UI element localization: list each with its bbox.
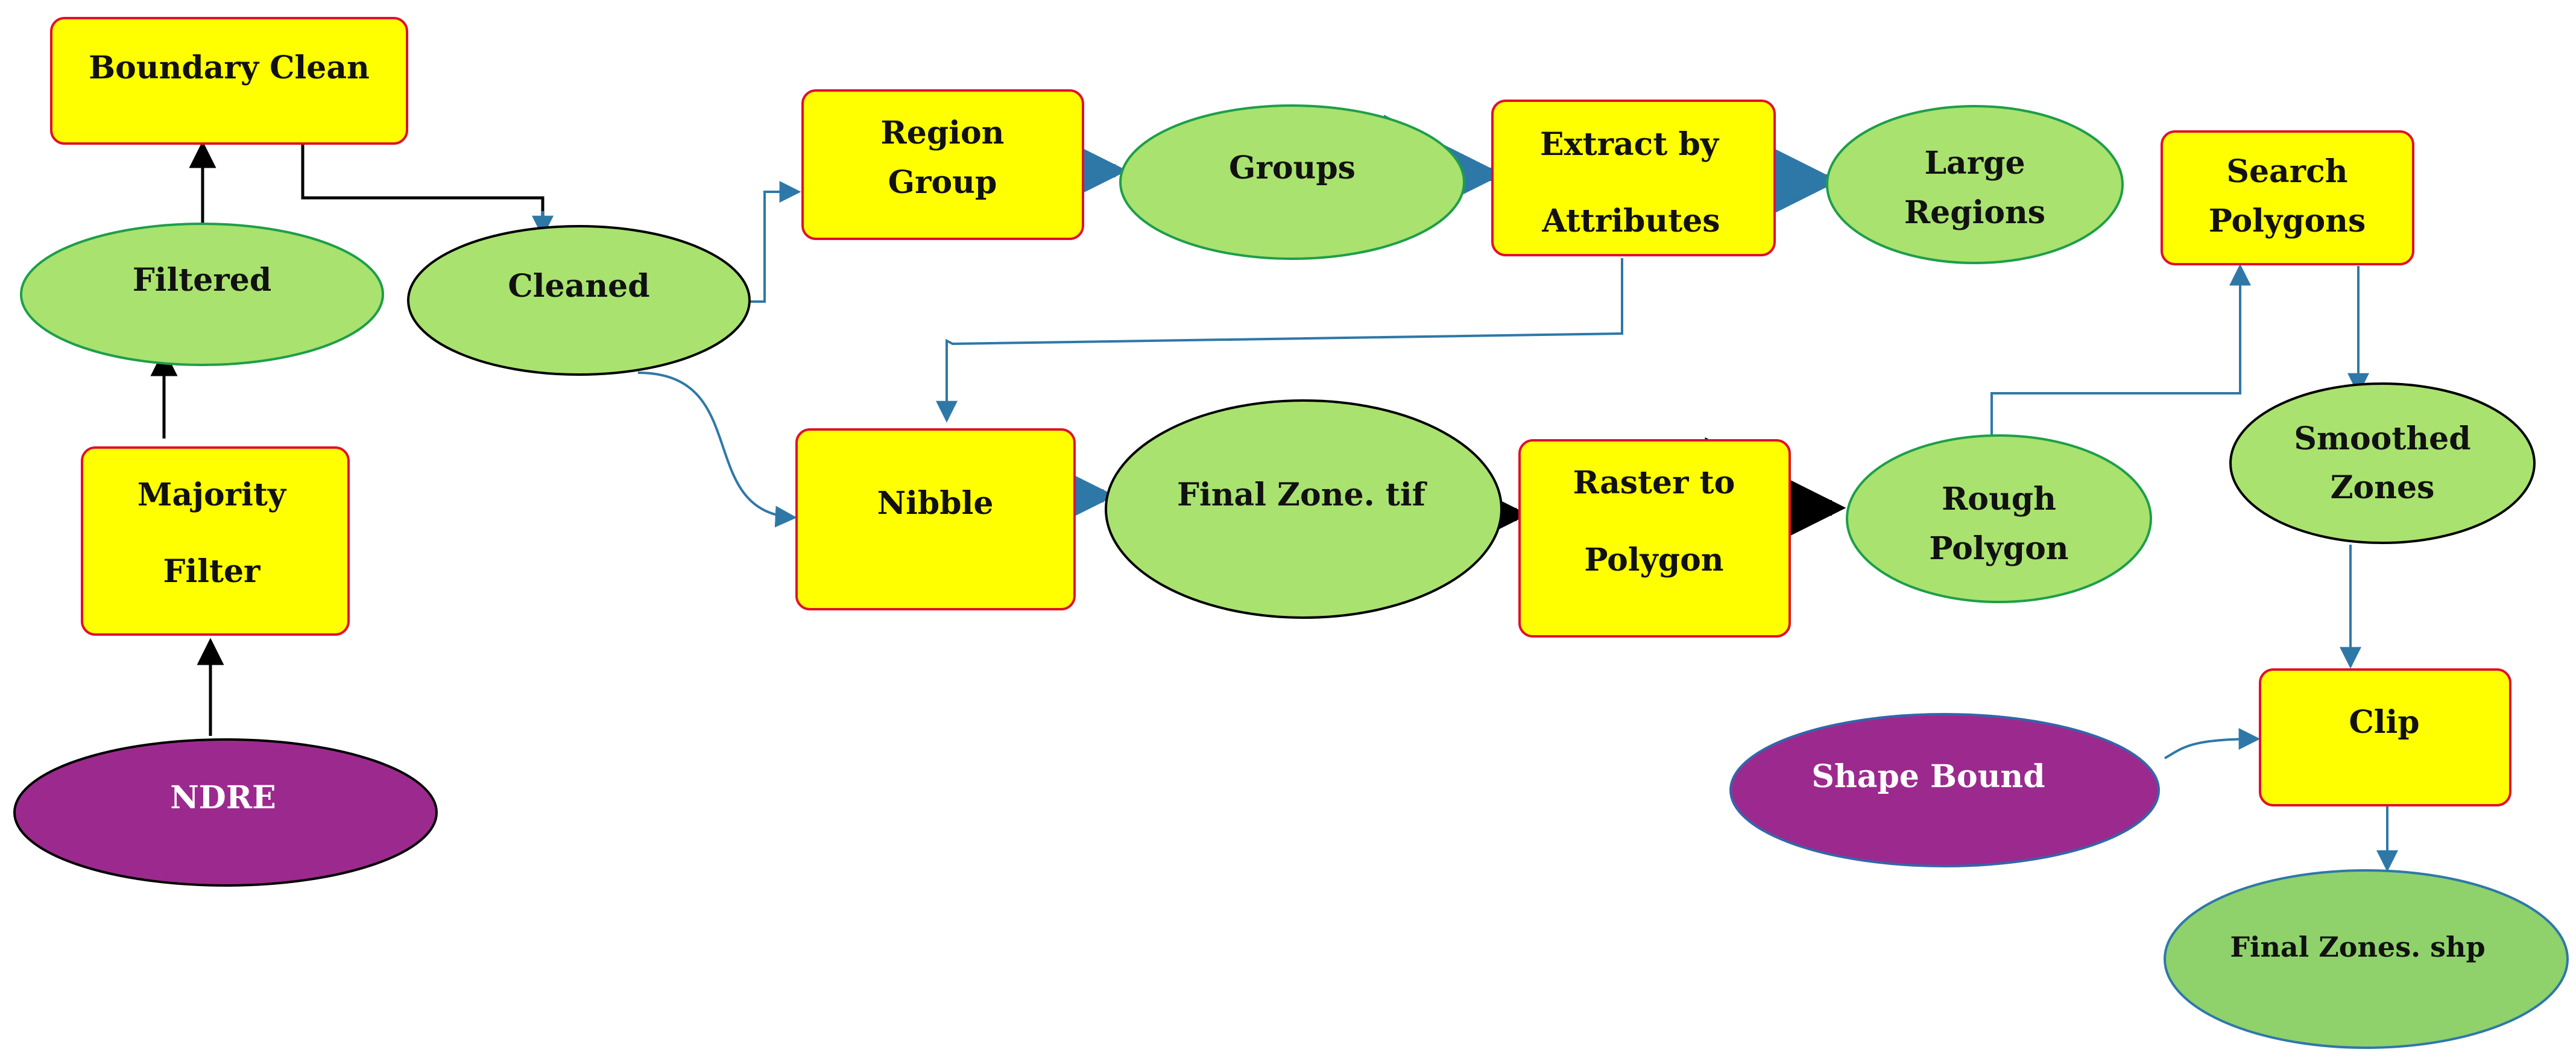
- raster-label-line1: Raster to: [1573, 464, 1735, 501]
- smoothed-zones-label-line1: Smoothed: [2294, 420, 2470, 457]
- ndre-label: NDRE: [170, 779, 276, 816]
- region-group-label-line2: Group: [888, 164, 997, 201]
- rough-polygon-label-line2: Polygon: [1929, 530, 2068, 567]
- shape-bound-label: Shape Bound: [1811, 758, 2045, 795]
- arrow-shape-bound-to-clip: [2164, 728, 2261, 759]
- large-regions-label-line2: Regions: [1904, 194, 2045, 231]
- node-boundary-clean: Boundary Clean: [50, 17, 408, 145]
- extract-label-line1: Extract by: [1540, 126, 1720, 163]
- boundary-clean-label: Boundary Clean: [89, 49, 370, 86]
- node-ndre: NDRE: [13, 738, 438, 887]
- search-polygons-label-line1: Search: [2226, 153, 2347, 190]
- node-region-group: Region Group: [801, 89, 1084, 240]
- region-group-label-line1: Region: [881, 115, 1005, 151]
- node-smoothed-zones: Smoothed Zones: [2229, 382, 2536, 544]
- node-cleaned: Cleaned: [407, 225, 751, 376]
- search-polygons-label-line2: Polygons: [2209, 203, 2366, 239]
- cleaned-label: Cleaned: [508, 268, 649, 305]
- arrow-boundary-clean-to-cleaned: [301, 144, 545, 232]
- node-raster-to-polygon: Raster to Polygon: [1518, 439, 1791, 638]
- node-extract-by-attributes: Extract by Attributes: [1491, 100, 1776, 256]
- arrow-rough-polygon-to-search: [1990, 264, 2251, 435]
- groups-label: Groups: [1229, 150, 1356, 186]
- filtered-label: Filtered: [133, 262, 271, 299]
- node-majority-filter: Majority Filter: [81, 446, 350, 636]
- smoothed-zones-label-line2: Zones: [2331, 469, 2435, 506]
- node-nibble: Nibble: [795, 428, 1076, 610]
- node-search-polygons: Search Polygons: [2161, 130, 2414, 265]
- nibble-label: Nibble: [877, 485, 994, 522]
- arrow-cleaned-to-nibble: [637, 372, 797, 528]
- final-zones-shp-label: Final Zones. shp: [2230, 931, 2485, 963]
- node-groups: Groups: [1119, 104, 1465, 260]
- node-shape-bound: Shape Bound: [1729, 713, 2160, 867]
- arrow-cleaned-to-region-group: [749, 181, 801, 303]
- final-zone-tif-label: Final Zone. tif: [1177, 477, 1428, 513]
- node-large-regions: Large Regions: [1826, 105, 2124, 264]
- node-filtered: Filtered: [20, 223, 384, 366]
- node-final-zone-tif: Final Zone. tif: [1105, 399, 1503, 619]
- arrow-extract-to-nibble: [936, 258, 1623, 423]
- clip-label: Clip: [2349, 704, 2419, 741]
- node-clip: Clip: [2259, 668, 2511, 806]
- extract-label-line2: Attributes: [1541, 203, 1720, 239]
- node-rough-polygon: Rough Polygon: [1846, 434, 2152, 603]
- rough-polygon-label-line1: Rough: [1942, 481, 2056, 518]
- raster-label-line2: Polygon: [1584, 542, 1723, 578]
- large-regions-label-line1: Large: [1924, 145, 2025, 182]
- majority-filter-label-line2: Filter: [163, 553, 261, 590]
- node-final-zones-shp: Final Zones. shp: [2164, 869, 2569, 1049]
- majority-filter-label-line1: Majority: [137, 477, 287, 513]
